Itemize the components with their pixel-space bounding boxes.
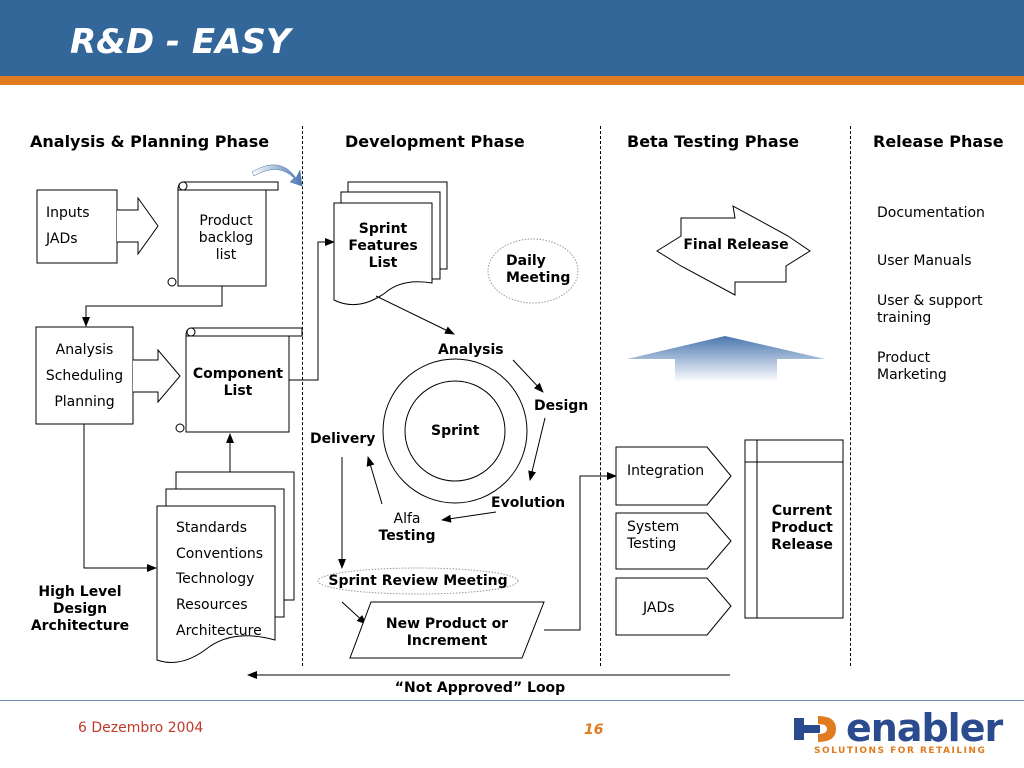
daily-meeting-line-1: Daily [506, 253, 546, 269]
backlog-line-3: list [215, 247, 237, 263]
current-release-line-1: Current [771, 503, 833, 519]
high-level-line-2: Design [52, 601, 108, 617]
phase-heading-beta: Beta Testing Phase [627, 132, 800, 151]
connector-review-product [341, 601, 367, 625]
component-list-line-1: Component [192, 366, 284, 382]
enabler-logo-tagline: SOLUTIONS FOR RETAILING [814, 746, 987, 756]
release-training-line-1: User & support [877, 293, 983, 309]
high-level-line-3: Architecture [30, 618, 130, 634]
jads-pentagon [615, 577, 732, 636]
cycle-delivery: Delivery [310, 431, 376, 447]
standards-document-stack [156, 471, 295, 663]
connector-planning-stack [83, 424, 157, 572]
step-analysis: Analysis [55, 342, 114, 358]
current-release-panel [744, 439, 844, 619]
cycle-alfa: Alfa [393, 511, 421, 527]
sprint-features-line-3: List [368, 255, 398, 271]
current-release-line-2: Product [771, 520, 833, 536]
daily-meeting-line-2: Meeting [506, 270, 571, 286]
cycle-evolution: Evolution [491, 495, 566, 511]
inputs-block-arrow [117, 196, 159, 256]
cycle-arrow-analysis-design [512, 359, 544, 393]
sprint-review-label: Sprint Review Meeting [328, 573, 508, 589]
swoosh-arrow [251, 164, 303, 187]
release-marketing-line-2: Marketing [877, 367, 947, 383]
enabler-logo-wordmark: enabler [846, 706, 1003, 750]
enabler-logo-icon [794, 716, 836, 742]
sprint-features-line-2: Features [348, 238, 418, 254]
final-release-star [656, 205, 811, 296]
backlog-line-2: backlog [198, 230, 254, 246]
release-user-manuals: User Manuals [877, 253, 972, 269]
product-backlog-scroll [167, 181, 279, 287]
footer-date: 6 Dezembro 2004 [78, 720, 204, 736]
connector-features-analysis [375, 295, 455, 335]
divider-2 [600, 126, 601, 666]
cycle-arrow-alfa-delivery [366, 456, 383, 505]
phase-heading-analysis: Analysis & Planning Phase [30, 132, 270, 151]
doc-standards: Standards [176, 520, 247, 536]
sprint-features-line-1: Sprint [358, 221, 408, 237]
beta-jads: JADs [643, 600, 675, 616]
release-marketing-line-1: Product [877, 350, 931, 366]
beta-integration: Integration [627, 463, 705, 479]
new-product-line-1: New Product or [385, 616, 509, 632]
planning-block-arrow [133, 348, 181, 404]
doc-resources: Resources [176, 597, 248, 613]
sprint-features-stack [333, 181, 448, 306]
release-up-arrow [627, 336, 825, 382]
slide-title: R&D - EASY [70, 22, 291, 62]
cycle-analysis: Analysis [438, 342, 504, 358]
system-testing-pentagon [615, 512, 732, 570]
phase-heading-release: Release Phase [873, 132, 1004, 151]
doc-technology: Technology [176, 571, 255, 587]
high-level-line-1: High Level [38, 584, 122, 600]
cycle-arrow-evolution-alfa [441, 511, 497, 523]
beta-system: System [627, 519, 680, 535]
beta-testing: Testing [627, 536, 677, 552]
jads-label: JADs [46, 231, 78, 247]
step-planning: Planning [54, 394, 115, 410]
cycle-arrow-design-evolution [528, 417, 546, 481]
cycle-sprint: Sprint [431, 423, 480, 439]
final-release-label: Final Release [683, 237, 789, 253]
doc-conventions: Conventions [176, 546, 264, 562]
current-release-line-3: Release [771, 537, 833, 553]
connector-component-features [289, 238, 335, 381]
divider-1 [302, 126, 303, 666]
release-training-line-2: training [877, 310, 932, 326]
inputs-box [36, 189, 118, 264]
header-accent-stripe [0, 76, 1024, 85]
release-documentation: Documentation [877, 205, 985, 221]
connector-backlog-analysis [82, 286, 223, 327]
integration-pentagon [615, 446, 732, 506]
component-list-scroll [175, 327, 303, 433]
new-product-parallelogram [349, 601, 545, 659]
sprint-review-ellipse [317, 567, 519, 595]
not-approved-loop-label: “Not Approved” Loop [394, 680, 566, 696]
cycle-design: Design [534, 398, 589, 414]
phase-heading-development: Development Phase [345, 132, 525, 151]
cycle-testing: Testing [378, 528, 436, 544]
backlog-line-1: Product [199, 213, 253, 229]
header-bar [0, 0, 1024, 76]
step-scheduling: Scheduling [45, 368, 124, 384]
planning-box [35, 326, 134, 425]
divider-3 [850, 126, 851, 666]
inputs-label: Inputs [46, 205, 90, 221]
connector-product-integration [544, 472, 617, 631]
footer-divider [0, 700, 1024, 701]
sprint-inner-circle [404, 380, 506, 482]
page-number: 16 [584, 722, 604, 738]
component-list-line-2: List [223, 383, 253, 399]
daily-meeting-ellipse [487, 238, 579, 304]
new-product-line-2: Increment [406, 633, 488, 649]
doc-architecture: Architecture [176, 623, 262, 639]
